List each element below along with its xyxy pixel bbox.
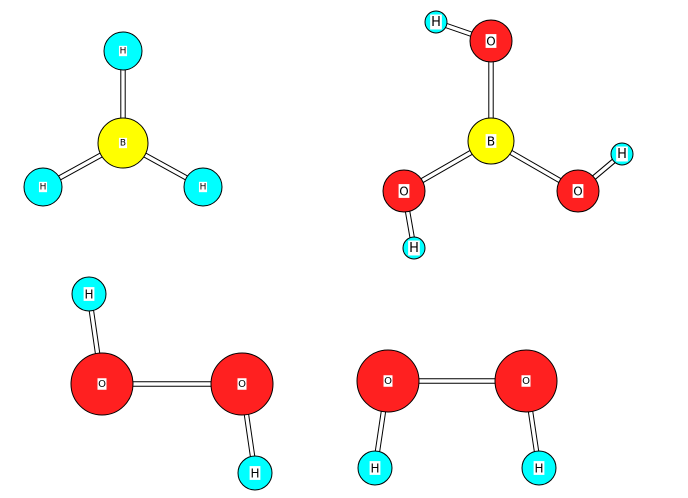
atom-h: H (183, 167, 223, 207)
atom-label: O (573, 185, 582, 199)
atom-label: H (200, 183, 207, 193)
atom-label: O (238, 379, 246, 390)
molecule-hydrogen-peroxide-trans: O O H H (70, 276, 274, 491)
atom-h: H (357, 450, 393, 486)
atom-label: B (120, 139, 126, 149)
atom-label: H (40, 183, 47, 193)
atom-label: B (487, 135, 495, 149)
atom-h: H (23, 167, 63, 207)
atom-label: H (84, 288, 93, 302)
atom-o: O (210, 352, 274, 416)
atom-b: B (97, 117, 149, 169)
atom-o: O (356, 349, 420, 413)
atom-label: O (486, 35, 495, 49)
atom-label: H (250, 467, 259, 481)
atom-h: H (103, 31, 143, 71)
atom-h: H (402, 236, 426, 260)
atom-h: H (424, 10, 448, 34)
atom-label: H (120, 47, 127, 57)
atom-label: H (409, 241, 419, 256)
atom-o: O (494, 349, 558, 413)
atom-o: O (556, 169, 600, 213)
atom-h: H (71, 276, 107, 312)
atom-label: O (399, 185, 408, 199)
atom-label: H (431, 15, 441, 30)
atom-label: O (384, 376, 392, 387)
atom-h: H (610, 142, 634, 166)
atom-b: B (467, 117, 515, 165)
atom-o: O (70, 352, 134, 416)
atom-o: O (382, 169, 426, 213)
atom-h: H (237, 455, 273, 491)
molecule-hydrogen-peroxide-cis: O O H H (356, 349, 558, 486)
atom-label: O (522, 376, 530, 387)
atom-o: O (469, 19, 513, 63)
atom-label: H (534, 462, 543, 476)
molecule-boric-acid: B O O O H H H (382, 10, 634, 260)
molecule-borane: B H H H (23, 31, 223, 207)
atom-label: O (98, 379, 106, 390)
atom-h: H (521, 450, 557, 486)
atom-label: H (617, 147, 627, 162)
atom-label: H (370, 462, 379, 476)
